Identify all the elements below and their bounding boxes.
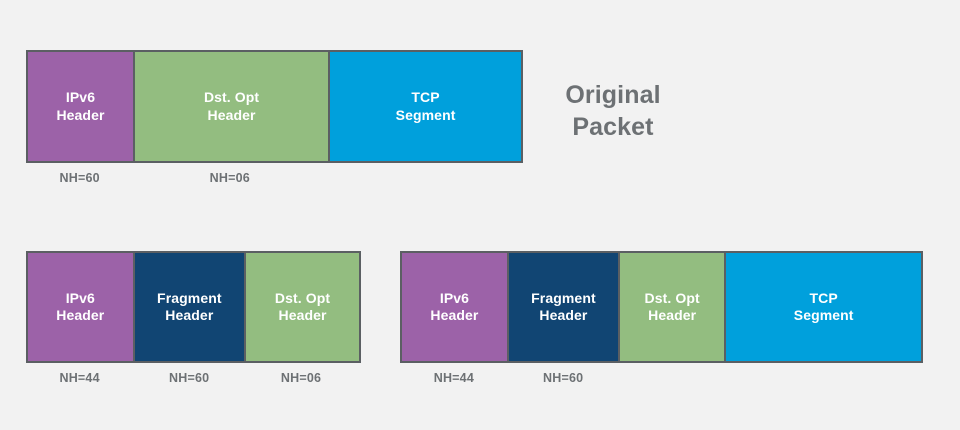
segment-label: TCP Segment xyxy=(793,289,854,323)
segment-label: TCP Segment xyxy=(395,89,456,123)
segment-dst-opt-header: Dst. Opt Header xyxy=(619,253,727,361)
segment-ipv6-header: IPv6 Header xyxy=(28,52,135,161)
segment-dst-opt-header: Dst. Opt Header xyxy=(246,253,359,361)
segment-label: IPv6 Header xyxy=(430,289,479,323)
nh-label: NH=06 xyxy=(209,171,250,185)
segment-label: Dst. Opt Header xyxy=(644,289,700,323)
segment-label: Dst. Opt Header xyxy=(274,289,331,323)
segment-label: IPv6 Header xyxy=(56,289,105,323)
segment-ipv6-header: IPv6 Header xyxy=(28,253,135,361)
nh-label: NH=44 xyxy=(433,371,474,385)
nh-label: NH=60 xyxy=(543,371,584,385)
segment-ipv6-header: IPv6 Header xyxy=(402,253,509,361)
segment-fragment-header: Fragment Header xyxy=(508,253,620,361)
segment-label: Dst. Opt Header xyxy=(203,89,260,123)
nh-label: NH=06 xyxy=(280,371,322,385)
fragment-packet-1: IPv6 Header Fragment Header Dst. Opt Heade… xyxy=(26,251,361,363)
original-packet-caption: Original Packet xyxy=(565,81,661,141)
segment-tcp-segment: TCP Segment xyxy=(330,52,521,161)
segment-label: Fragment Header xyxy=(531,289,596,323)
nh-label: NH=60 xyxy=(59,171,100,185)
segment-dst-opt-header: Dst. Opt Header xyxy=(134,52,331,161)
segment-label: IPv6 Header xyxy=(56,89,105,123)
nh-label: NH=44 xyxy=(59,371,100,385)
segment-fragment-header: Fragment Header xyxy=(134,253,247,361)
original-packet: IPv6 Header Dst. Opt Header TCP Segment xyxy=(26,50,523,163)
fragment-packet-2: IPv6 Header Fragment Header Dst. Opt Heade… xyxy=(400,251,923,363)
segment-tcp-segment: TCP Segment xyxy=(726,253,921,361)
nh-label: NH=60 xyxy=(169,371,210,385)
segment-label: Fragment Header xyxy=(157,289,222,323)
